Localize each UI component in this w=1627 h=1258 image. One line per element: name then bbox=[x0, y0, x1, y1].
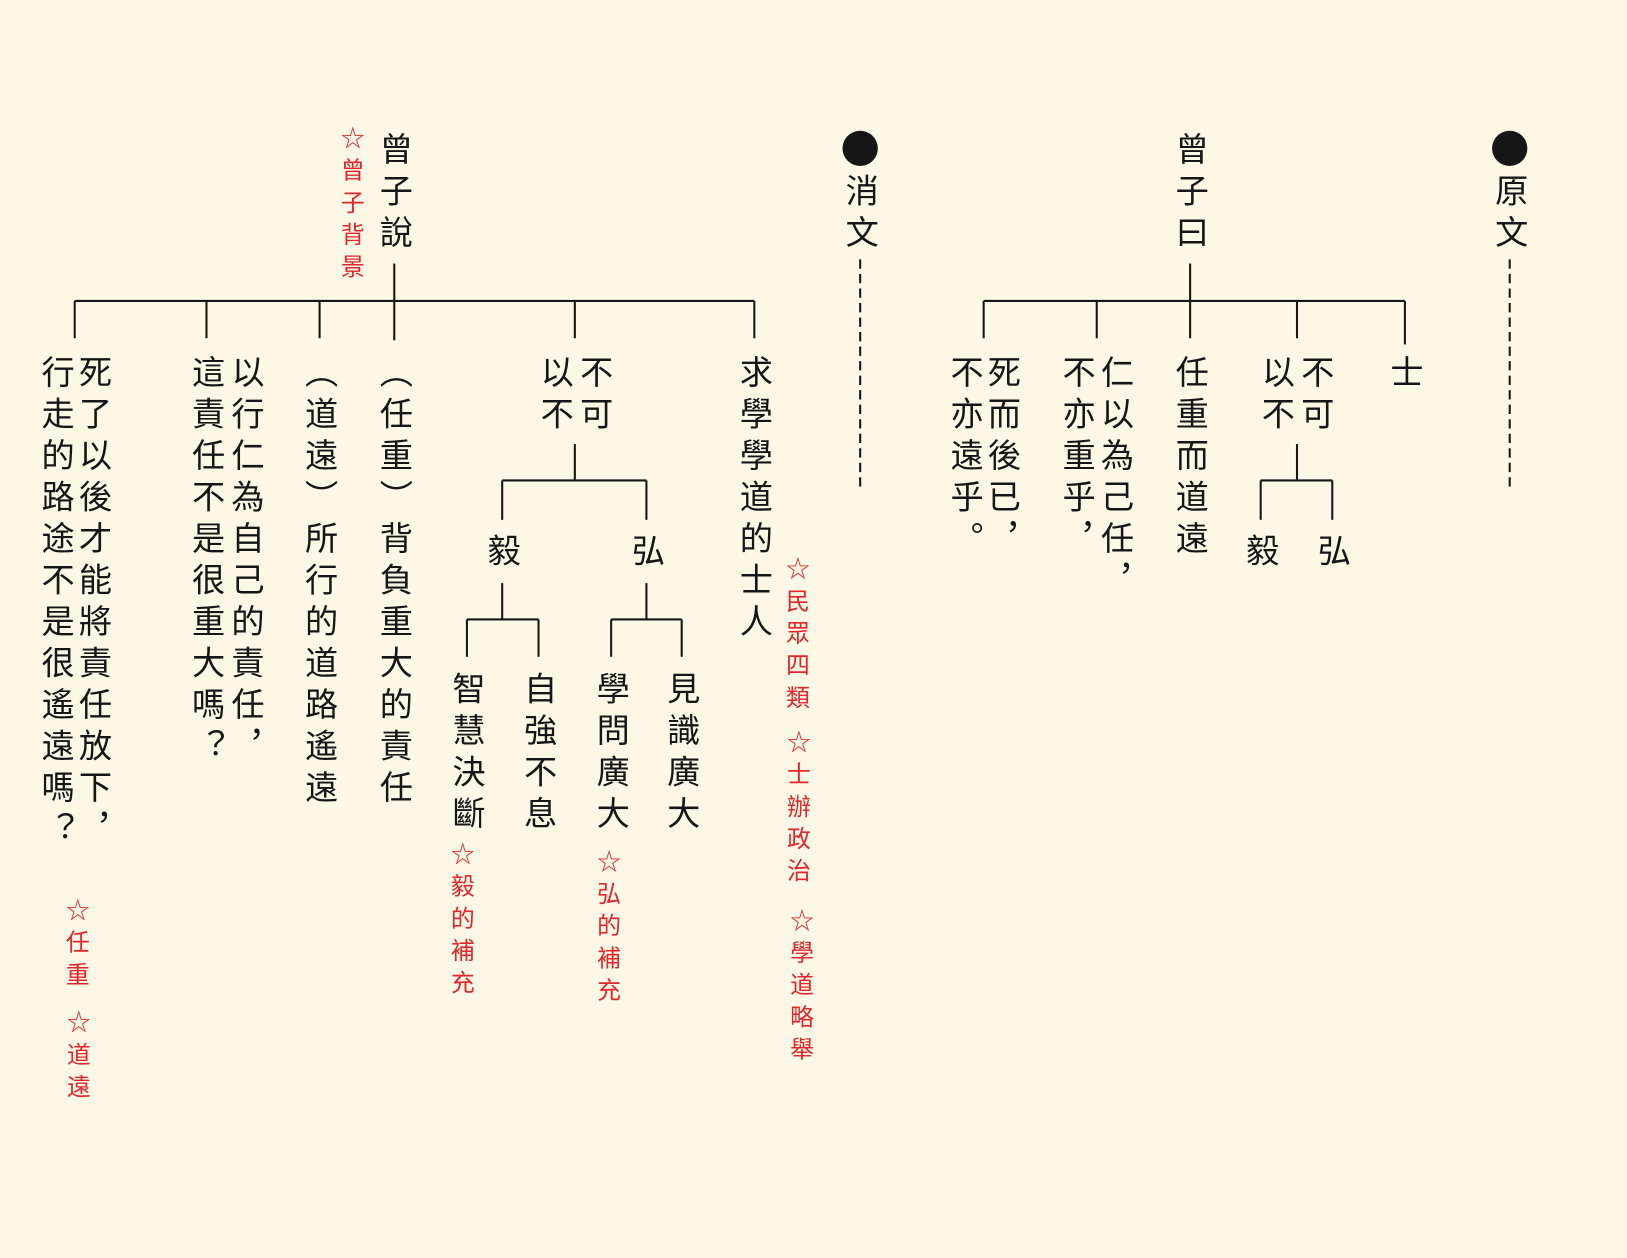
root-node-yuanwen: 曾子曰 bbox=[1170, 131, 1210, 257]
bullet-icon-yuanwen bbox=[1492, 130, 1528, 167]
node-xiaowen-hong: 弘 bbox=[626, 533, 667, 575]
node-xiaowen-yi: 毅 bbox=[482, 533, 522, 575]
node-buke-right: 不可 bbox=[1295, 354, 1336, 438]
node-renyi-explain-right: 以行仁為自己的責任， bbox=[226, 354, 266, 770]
node-qiuxue: 求學學道的士人 bbox=[734, 354, 775, 646]
node-yi: 毅 bbox=[1240, 533, 1281, 575]
node-siyi-explain-right: 死了以後才能將責任放下， bbox=[73, 354, 114, 853]
section-heading-yuanwen: 原文 bbox=[1489, 173, 1530, 257]
node-renzhong-explain: （任重）背負重大的責任 bbox=[374, 354, 415, 812]
node-hong-child-2: 學問廣大 bbox=[591, 671, 631, 838]
note-root: ☆曾子背景 bbox=[336, 125, 364, 287]
note-hong: ☆弘的補充 bbox=[592, 848, 620, 1010]
note-renzhong: ☆任重 bbox=[61, 897, 89, 995]
node-siyi-right: 死而後已， bbox=[982, 354, 1023, 563]
node-xiaowen-buke-right: 不可 bbox=[574, 354, 615, 438]
node-siyi-explain-left: 行走的路途不是很遙遠嗎？ bbox=[36, 354, 76, 853]
note-qiuxue-1: ☆民眾四類 bbox=[781, 556, 809, 717]
node-daoyuan-explain: （道遠）所行的道路遙遠 bbox=[299, 354, 340, 812]
note-yi: ☆毅的補充 bbox=[446, 841, 474, 1003]
note-qiuxue-2: ☆士辦政治 bbox=[782, 729, 810, 891]
node-renyi-left: 不亦重乎， bbox=[1057, 354, 1097, 563]
node-buke-left: 以不 bbox=[1256, 354, 1296, 438]
node-renyi-right: 仁以為己任， bbox=[1095, 354, 1136, 604]
node-shi: 士 bbox=[1385, 354, 1425, 397]
node-xiaowen-buke-left: 以不 bbox=[535, 354, 575, 438]
node-yi-child-2: 智慧決斷 bbox=[447, 671, 487, 838]
note-daoyuan: ☆道遠 bbox=[62, 1009, 90, 1107]
section-heading-xiaowen: 消文 bbox=[840, 173, 880, 257]
node-siyi-left: 不亦遠乎。 bbox=[945, 354, 985, 563]
node-renzhong: 任重而道遠 bbox=[1170, 354, 1210, 563]
note-qiuxue-3: ☆學道略舉 bbox=[785, 907, 813, 1069]
root-node-xiaowen: 曾子說 bbox=[374, 131, 415, 257]
node-hong-child-1: 見識廣大 bbox=[661, 671, 702, 838]
node-renyi-explain-left: 這責任不是很重大嗎？ bbox=[186, 354, 227, 770]
node-hong: 弘 bbox=[1312, 533, 1352, 575]
bullet-icon-xiaowen bbox=[842, 130, 878, 167]
node-yi-child-1: 自強不息 bbox=[518, 671, 559, 838]
